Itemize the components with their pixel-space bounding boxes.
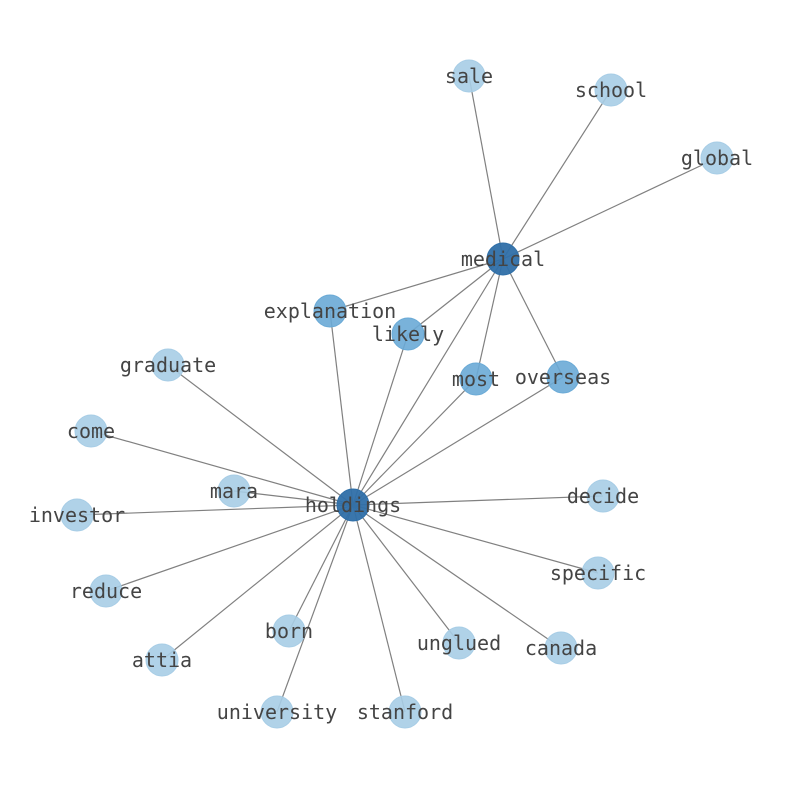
edge-medical-sale	[468, 75, 504, 260]
node-label-explanation: explanation	[264, 299, 396, 323]
node-stanford[interactable]	[388, 695, 422, 729]
node-specific[interactable]	[581, 556, 615, 590]
node-label-unglued: unglued	[417, 631, 501, 655]
edge-medical-school	[502, 89, 612, 260]
edge-holdings-likely	[352, 333, 409, 506]
node-label-sale: sale	[445, 64, 493, 88]
node-label-overseas: overseas	[515, 365, 611, 389]
edge-medical-most	[475, 258, 504, 380]
node-global[interactable]	[700, 141, 734, 175]
node-come[interactable]	[74, 414, 108, 448]
node-label-most: most	[452, 367, 500, 391]
edge-holdings-canada	[352, 504, 562, 649]
edge-holdings-most	[352, 378, 477, 506]
node-attia[interactable]	[145, 643, 179, 677]
node-holdings[interactable]	[336, 488, 370, 522]
edge-holdings-mara	[233, 490, 354, 506]
edge-holdings-attia	[161, 504, 354, 661]
edge-holdings-stanford	[352, 504, 406, 713]
edge-medical-likely	[407, 258, 504, 335]
edge-holdings-overseas	[352, 376, 564, 506]
node-overseas[interactable]	[546, 360, 580, 394]
edge-holdings-come	[90, 430, 354, 506]
node-label-mara: mara	[210, 479, 258, 503]
node-label-likely: likely	[372, 322, 444, 346]
node-label-decide: decide	[567, 484, 639, 508]
node-sale[interactable]	[452, 59, 486, 93]
node-mara[interactable]	[217, 474, 251, 508]
node-explanation[interactable]	[313, 294, 347, 328]
node-reduce[interactable]	[89, 574, 123, 608]
node-born[interactable]	[272, 614, 306, 648]
node-label-specific: specific	[550, 561, 646, 585]
node-investor[interactable]	[60, 498, 94, 532]
node-decide[interactable]	[586, 479, 620, 513]
edge-medical-overseas	[502, 258, 564, 378]
node-label-school: school	[575, 78, 647, 102]
node-label-medical: medical	[461, 247, 545, 271]
edge-holdings-university	[276, 504, 354, 713]
node-label-university: university	[217, 700, 337, 724]
node-likely[interactable]	[391, 317, 425, 351]
node-label-canada: canada	[525, 636, 597, 660]
node-label-attia: attia	[132, 648, 192, 672]
edge-medical-global	[502, 157, 718, 260]
node-label-born: born	[265, 619, 313, 643]
edge-holdings-investor	[76, 504, 354, 516]
node-label-holdings: holdings	[305, 493, 401, 517]
edge-holdings-born	[288, 504, 354, 632]
node-canada[interactable]	[544, 631, 578, 665]
edge-holdings-decide	[352, 495, 604, 506]
node-label-reduce: reduce	[70, 579, 142, 603]
node-graduate[interactable]	[151, 348, 185, 382]
node-label-graduate: graduate	[120, 353, 216, 377]
node-unglued[interactable]	[442, 626, 476, 660]
node-label-stanford: stanford	[357, 700, 453, 724]
edge-holdings-specific	[352, 504, 599, 574]
edge-holdings-reduce	[105, 504, 354, 592]
edge-holdings-graduate	[167, 364, 354, 506]
node-medical[interactable]	[486, 242, 520, 276]
edge-holdings-unglued	[352, 504, 460, 644]
node-most[interactable]	[459, 362, 493, 396]
edge-medical-explanation	[329, 258, 504, 312]
edge-medical-holdings	[352, 258, 504, 506]
node-label-investor: investor	[29, 503, 125, 527]
node-university[interactable]	[260, 695, 294, 729]
node-label-global: global	[681, 146, 753, 170]
node-label-come: come	[67, 419, 115, 443]
edge-holdings-explanation	[329, 310, 354, 506]
edge-layer	[76, 75, 718, 713]
node-layer	[60, 59, 734, 729]
node-school[interactable]	[594, 73, 628, 107]
